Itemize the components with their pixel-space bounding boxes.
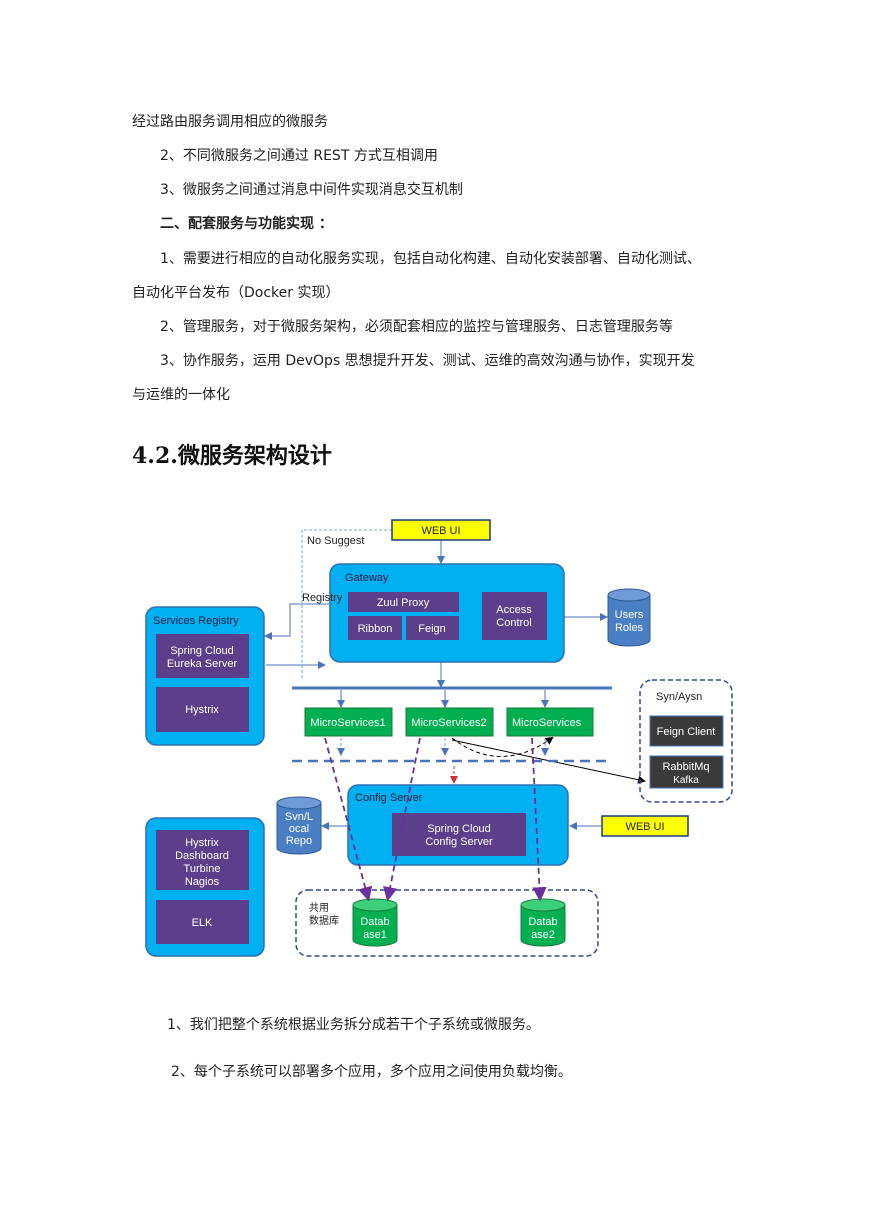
shared-db-label-1: 共用 (309, 902, 329, 914)
monitor-label-3: Turbine (184, 863, 221, 875)
note-1: 1、我们把整个系统根据业务拆分成若干个子系统或微服务。 (167, 1017, 540, 1033)
database1-label-1: Datab (360, 916, 389, 928)
database1-label-2: ase1 (363, 929, 387, 941)
shared-db-label-2: 数据库 (309, 914, 339, 927)
elk-label: ELK (192, 917, 213, 929)
microservices2-label: MicroServices2 (411, 717, 486, 729)
eureka-label-2: Eureka Server (167, 658, 238, 670)
svn-repo-label-3: Repo (286, 835, 312, 847)
paragraph-line-7: 2、管理服务，对于微服务架构，必须配套相应的监控与管理服务、日志管理服务等 (160, 319, 673, 335)
spring-cloud-config-label-2: Config Server (425, 836, 493, 848)
hystrix-label: Hystrix (185, 704, 219, 716)
svn-repo-label-2: ocal (289, 823, 309, 835)
rabbitmq-label: RabbitMq (662, 761, 709, 773)
database1 (352, 905, 398, 947)
users-roles-label-2: Roles (615, 622, 644, 634)
svn-repo-label-1: Svn/L (285, 811, 313, 823)
paragraph-line-5: 1、需要进行相应的自动化服务实现，包括自动化构建、自动化安装部署、自动化测试、 (160, 251, 701, 267)
monitoring-tools-box (156, 830, 249, 890)
eureka-label-1: Spring Cloud (170, 645, 234, 657)
eureka-server-box (156, 634, 249, 678)
no-suggest-link (301, 529, 392, 678)
syn-aysn-label: Syn/Aysn (656, 691, 702, 703)
feign-client-label: Feign Client (657, 726, 716, 738)
kafka-label: Kafka (673, 775, 699, 786)
feign-label: Feign (418, 623, 446, 635)
shared-db-group (295, 889, 599, 957)
rabbitmq-kafka-box (649, 755, 724, 789)
subsection-heading: 二、配套服务与功能实现 ： (160, 216, 333, 232)
gateway-label: Gateway (345, 572, 389, 584)
syn-aysn-group (639, 679, 733, 803)
microservices3-label: MicroServices (512, 717, 582, 729)
no-suggest-label: No Suggest (307, 535, 364, 547)
architecture-diagram: No Suggest WEB UI Gateway Zuul Proxy Rib… (145, 519, 733, 957)
database2 (520, 905, 566, 947)
zuul-proxy-label: Zuul Proxy (377, 597, 430, 609)
users-roles-label-1: Users (615, 609, 644, 621)
paragraph-line-2: 2、不同微服务之间通过 REST 方式互相调用 (160, 148, 438, 164)
microservices1-box (304, 707, 393, 737)
database2-label-2: ase2 (531, 929, 555, 941)
paragraph-line-6: 自动化平台发布（Docker 实现） (132, 285, 340, 301)
feign-box (406, 616, 459, 640)
paragraph-line-3: 3、微服务之间通过消息中间件实现消息交互机制 (160, 182, 463, 198)
paragraph-line-9: 与运维的一体化 (132, 387, 230, 403)
microservices1-label: MicroServices1 (310, 717, 385, 729)
paragraph-line-1: 经过路由服务调用相应的微服务 (132, 114, 328, 130)
section-heading: 4.2.微服务架构设计 (132, 443, 332, 469)
services-registry-label: Services Registry (153, 615, 239, 627)
note-2: 2、每个子系统可以部署多个应用，多个应用之间使用负载均衡。 (171, 1064, 572, 1080)
zuul-proxy-box (348, 592, 459, 612)
microservices3-box (506, 707, 594, 737)
web-ui-top-label: WEB UI (421, 525, 460, 537)
spring-cloud-config-label-1: Spring Cloud (427, 823, 491, 835)
paragraph-line-8: 3、协作服务，运用 DevOps 思想提升开发、测试、运维的高效沟通与协作，实现… (160, 353, 695, 369)
monitor-label-2: Dashboard (175, 850, 229, 862)
registry-label: Registry (302, 592, 343, 604)
database2-label-1: Datab (528, 916, 557, 928)
ribbon-label: Ribbon (358, 623, 393, 635)
monitor-label-4: Nagios (185, 876, 220, 888)
ribbon-box (348, 616, 402, 640)
elk-box (156, 900, 249, 944)
access-control-label-2: Control (496, 617, 531, 629)
monitor-label-1: Hystrix (185, 837, 219, 849)
microservices2-box (405, 707, 494, 737)
hystrix-box (156, 687, 249, 732)
access-control-label-1: Access (496, 604, 532, 616)
feign-client-box (649, 715, 724, 747)
config-server-label: Config Server (355, 792, 423, 804)
svn-local-repo-db (276, 803, 322, 855)
users-roles-db (607, 595, 651, 647)
access-control-box (482, 592, 547, 640)
web-ui-right-label: WEB UI (625, 821, 664, 833)
spring-cloud-config-box (392, 813, 526, 856)
